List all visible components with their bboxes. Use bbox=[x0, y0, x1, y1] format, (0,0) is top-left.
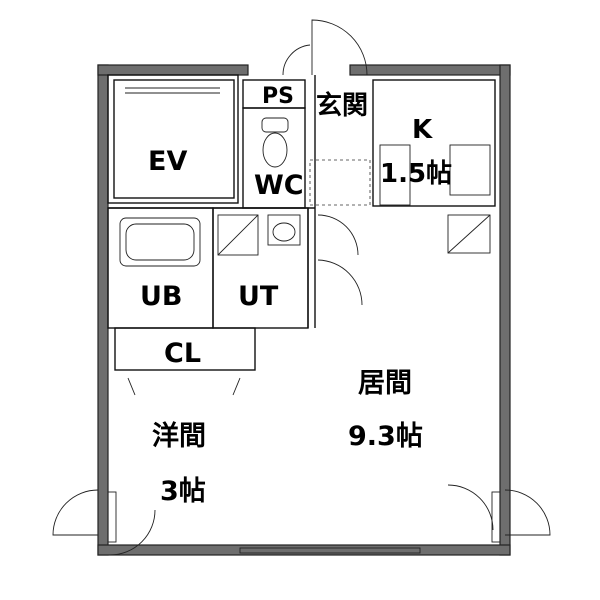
ps-label: PS bbox=[262, 84, 294, 109]
inner-walls bbox=[107, 74, 496, 371]
kitchen-name-label: K bbox=[412, 115, 433, 145]
living-name-label: 居間 bbox=[358, 368, 412, 399]
ub-label: UB bbox=[140, 281, 183, 312]
western-name-label: 洋間 bbox=[152, 420, 206, 452]
outer-walls bbox=[97, 64, 511, 556]
western-size-label: 3帖 bbox=[160, 476, 206, 507]
door-swings bbox=[52, 19, 551, 556]
cl-label: CL bbox=[164, 338, 201, 369]
fixtures bbox=[107, 87, 501, 554]
living-size-label: 9.3帖 bbox=[348, 421, 423, 452]
ut-label: UT bbox=[238, 281, 279, 312]
kitchen-size-label: 1.5帖 bbox=[380, 159, 452, 189]
wc-label: WC bbox=[254, 170, 304, 201]
genkan-label: 玄関 bbox=[316, 90, 368, 121]
ev-label: EV bbox=[148, 146, 187, 177]
